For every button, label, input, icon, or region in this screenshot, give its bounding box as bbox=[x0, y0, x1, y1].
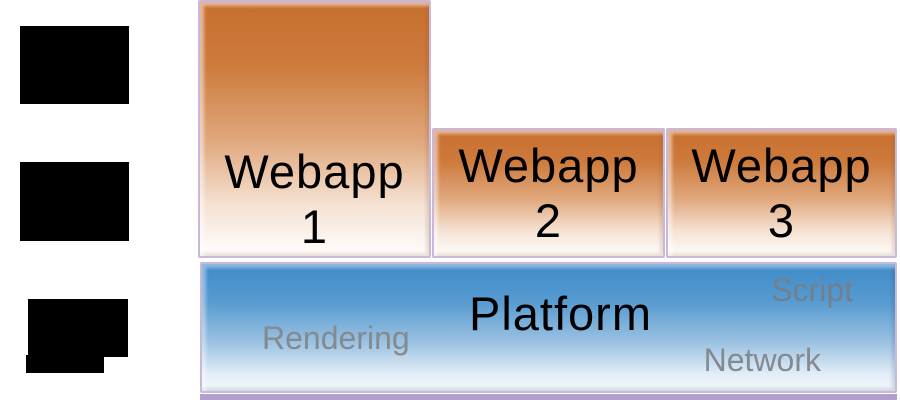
webapp1-label-line1: Webapp bbox=[224, 145, 405, 198]
webapp1-label: Webapp 1 bbox=[224, 144, 404, 254]
webapp2-label: Webapp 2 bbox=[458, 138, 638, 248]
redacted-block-1 bbox=[20, 26, 129, 104]
webapp1-label-line2: 1 bbox=[300, 200, 329, 253]
platform-component-script: Script bbox=[771, 272, 853, 308]
platform-title: Platform bbox=[469, 287, 652, 340]
webapp3-box: Webapp 3 bbox=[666, 128, 897, 258]
platform-component-rendering: Rendering bbox=[262, 320, 410, 356]
webapp1-box: Webapp 1 bbox=[198, 0, 431, 258]
platform-component-network: Network bbox=[703, 342, 821, 378]
platform-box: Platform Rendering Script Network bbox=[200, 262, 897, 393]
redacted-block-3 bbox=[28, 299, 128, 357]
webapp2-label-line2: 2 bbox=[534, 194, 563, 247]
webapp3-label: Webapp 3 bbox=[691, 138, 871, 248]
webapp2-box: Webapp 2 bbox=[432, 128, 665, 258]
webapp3-label-line2: 3 bbox=[767, 194, 796, 247]
redacted-block-2 bbox=[20, 162, 129, 241]
redacted-block-3-tail bbox=[26, 355, 104, 373]
webapp3-label-line1: Webapp bbox=[691, 139, 872, 192]
next-layer-top-edge bbox=[200, 394, 897, 400]
webapp2-label-line1: Webapp bbox=[458, 139, 639, 192]
